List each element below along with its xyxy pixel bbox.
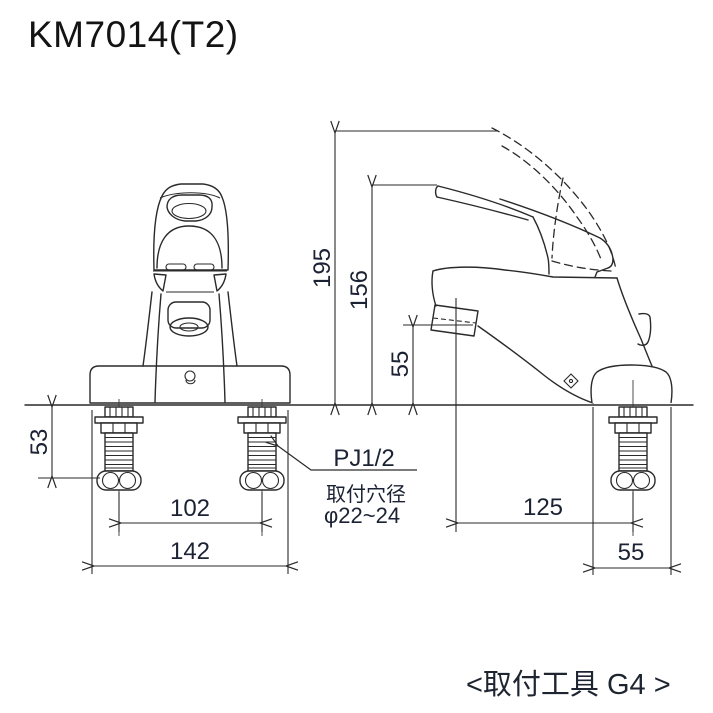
dim-spout-outlet-height-label: 55 bbox=[387, 351, 414, 378]
side-aerator bbox=[430, 304, 479, 337]
front-body bbox=[142, 291, 238, 403]
dim-body-width-label: 142 bbox=[170, 538, 210, 565]
front-keyhole-detail bbox=[184, 370, 196, 385]
thread-leader-note: PJ1/2 取付穴径 φ22~24 bbox=[278, 445, 417, 528]
page-title: KM7014(T2) bbox=[28, 14, 239, 55]
dim-under-deck-length-label: 53 bbox=[26, 429, 53, 456]
front-view bbox=[89, 183, 291, 537]
dim-under-deck-length: 53 bbox=[26, 407, 100, 478]
side-handle bbox=[434, 185, 614, 278]
dim-total-height: 195 bbox=[309, 131, 498, 403]
dim-handle-top-height-label: 156 bbox=[346, 270, 373, 310]
front-spout-opening bbox=[167, 301, 211, 337]
dim-mounting-pitch: 102 bbox=[119, 492, 262, 532]
dim-spout-to-base-reach: 125 bbox=[456, 298, 633, 532]
dim-total-height-label: 195 bbox=[309, 248, 336, 288]
dim-spout-outlet-height: 55 bbox=[387, 325, 473, 403]
side-handle-raised-dashed bbox=[491, 127, 617, 272]
side-view bbox=[430, 127, 673, 537]
dim-handle-top-height: 156 bbox=[346, 185, 437, 403]
mounting-hole-label: 取付穴径 bbox=[326, 483, 406, 506]
side-rear-tab bbox=[637, 312, 652, 347]
tool-note: <取付工具 G4 > bbox=[466, 668, 671, 701]
side-body bbox=[430, 266, 673, 404]
dim-spout-to-base-reach-label: 125 bbox=[523, 494, 563, 521]
front-handle-wing-right bbox=[213, 273, 227, 292]
side-base bbox=[590, 364, 673, 404]
thread-spec-label: PJ1/2 bbox=[333, 445, 394, 472]
side-set-screw bbox=[563, 373, 579, 389]
dimensions: 195 156 55 53 102 142 bbox=[26, 131, 671, 575]
dim-base-depth: 55 bbox=[593, 407, 671, 575]
dim-mounting-pitch-label: 102 bbox=[170, 495, 210, 522]
front-handle bbox=[153, 183, 230, 292]
front-deck bbox=[89, 365, 291, 404]
dim-body-width: 142 bbox=[92, 410, 288, 574]
front-handle-wing-left bbox=[153, 273, 167, 292]
dim-base-depth-label: 55 bbox=[618, 539, 645, 566]
mounting-hole-size: φ22~24 bbox=[324, 503, 400, 528]
